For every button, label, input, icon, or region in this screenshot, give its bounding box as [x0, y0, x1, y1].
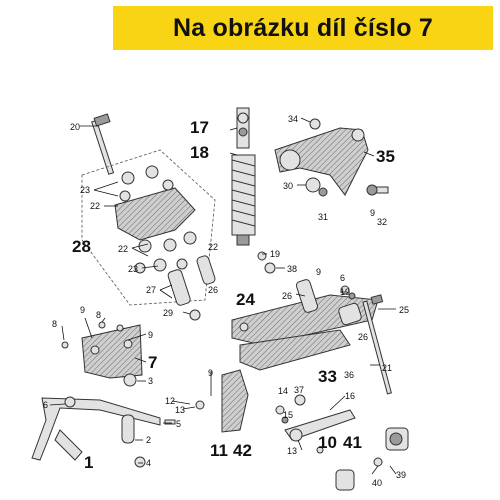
label-9-left-top: 9 [80, 305, 85, 315]
label-32: 32 [377, 217, 387, 227]
bushings-27 [167, 255, 216, 321]
swing-bracket-35 [274, 118, 369, 196]
label-25: 25 [399, 305, 409, 315]
label-21: 21 [382, 363, 392, 373]
label-36: 36 [344, 370, 354, 380]
label-19-b: 19 [340, 287, 350, 297]
label-24: 24 [236, 290, 255, 309]
label-42: 42 [233, 441, 252, 460]
label-35: 35 [376, 147, 395, 166]
label-23-top: 23 [80, 185, 90, 195]
label-1: 1 [84, 453, 93, 472]
label-9-stand: 9 [208, 368, 213, 378]
label-11: 11 [210, 441, 228, 460]
label-28: 28 [72, 237, 91, 256]
label-10: 10 [318, 433, 337, 452]
label-9-mid: 9 [316, 267, 321, 277]
swing-arm-24-33 [231, 279, 379, 371]
label-2: 2 [146, 435, 151, 445]
label-34: 34 [288, 114, 298, 124]
label-27: 27 [146, 285, 156, 295]
hardware-30-32 [305, 177, 389, 197]
label-26-left: 26 [208, 285, 218, 295]
label-17: 17 [190, 118, 209, 137]
label-31: 31 [318, 212, 328, 222]
label-18: 18 [190, 143, 209, 162]
label-39: 39 [396, 470, 406, 480]
label-22-mid: 22 [118, 244, 128, 254]
label-22-top: 22 [90, 201, 100, 211]
label-9-right: 9 [370, 208, 375, 218]
label-16: 16 [345, 391, 355, 401]
label-19: 19 [270, 249, 280, 259]
label-13-left: 13 [175, 405, 185, 415]
title-text: Na obrázku díl číslo 7 [172, 13, 434, 42]
center-stand-1 [31, 396, 176, 468]
label-26-far: 26 [358, 332, 368, 342]
bolt-20 [91, 113, 115, 175]
leader-lines [49, 117, 397, 475]
label-15: 15 [283, 410, 293, 420]
linkage-10-41 [275, 394, 356, 454]
label-38: 38 [287, 264, 297, 274]
mount-plate-7 [61, 321, 143, 387]
shock-absorber-17-18 [231, 107, 256, 246]
label-13: 13 [287, 446, 297, 456]
label-22-right: 22 [208, 242, 218, 252]
label-6-right: 6 [340, 273, 345, 283]
bolts-21-25 [362, 294, 392, 395]
label-14: 14 [278, 386, 288, 396]
label-20: 20 [70, 122, 80, 132]
label-4: 4 [146, 458, 151, 468]
part-labels: 20 23 22 28 22 23 27 29 26 22 17 18 34 3… [43, 114, 409, 488]
label-9-left-mid: 9 [148, 330, 153, 340]
bracket-assembly-28 [81, 149, 216, 306]
detail-box-39-40 [335, 427, 409, 491]
label-8-mid: 8 [96, 310, 101, 320]
label-41: 41 [343, 433, 362, 452]
label-23-bottom: 23 [128, 264, 138, 274]
label-7: 7 [148, 353, 157, 372]
title-banner: Na obrázku díl číslo 7 [113, 6, 493, 50]
label-40: 40 [372, 478, 382, 488]
label-5: 5 [176, 419, 181, 429]
label-30: 30 [283, 181, 293, 191]
label-33: 33 [318, 367, 337, 386]
label-8-left: 8 [52, 319, 57, 329]
label-3: 3 [148, 376, 153, 386]
label-26-right: 26 [282, 291, 292, 301]
label-37: 37 [294, 385, 304, 395]
label-29: 29 [163, 308, 173, 318]
bracket-11-42 [195, 369, 249, 433]
label-6-left: 6 [43, 400, 48, 410]
label-12: 12 [165, 396, 175, 406]
